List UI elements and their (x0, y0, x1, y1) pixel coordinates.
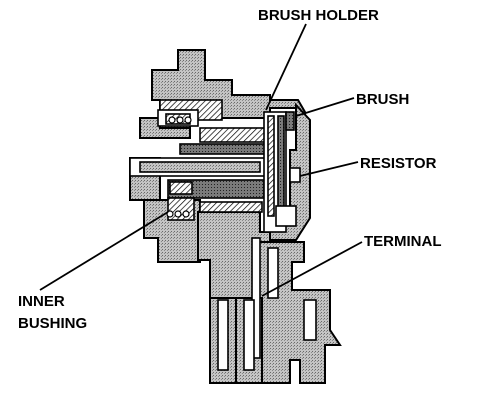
housing-body (129, 49, 342, 384)
leader-brush (295, 97, 355, 117)
leader-brush-holder (265, 23, 307, 111)
label-inner-bushing-line1: INNER (18, 293, 65, 310)
label-terminal: TERMINAL (364, 233, 442, 250)
inner-bushing-bearings (166, 116, 192, 218)
label-brush-holder: BRUSH HOLDER (258, 7, 379, 24)
label-inner-bushing-line2: BUSHING (18, 315, 87, 332)
leader-inner-bushing (39, 211, 169, 291)
terminal-pins (217, 237, 317, 371)
leader-lines (39, 23, 363, 297)
rotor-assembly (129, 99, 281, 221)
label-brush: BRUSH (356, 91, 409, 108)
leader-terminal (261, 241, 363, 297)
brush-holder-part (263, 111, 301, 233)
leader-resistor (299, 161, 359, 177)
label-resistor: RESISTOR (360, 155, 437, 172)
